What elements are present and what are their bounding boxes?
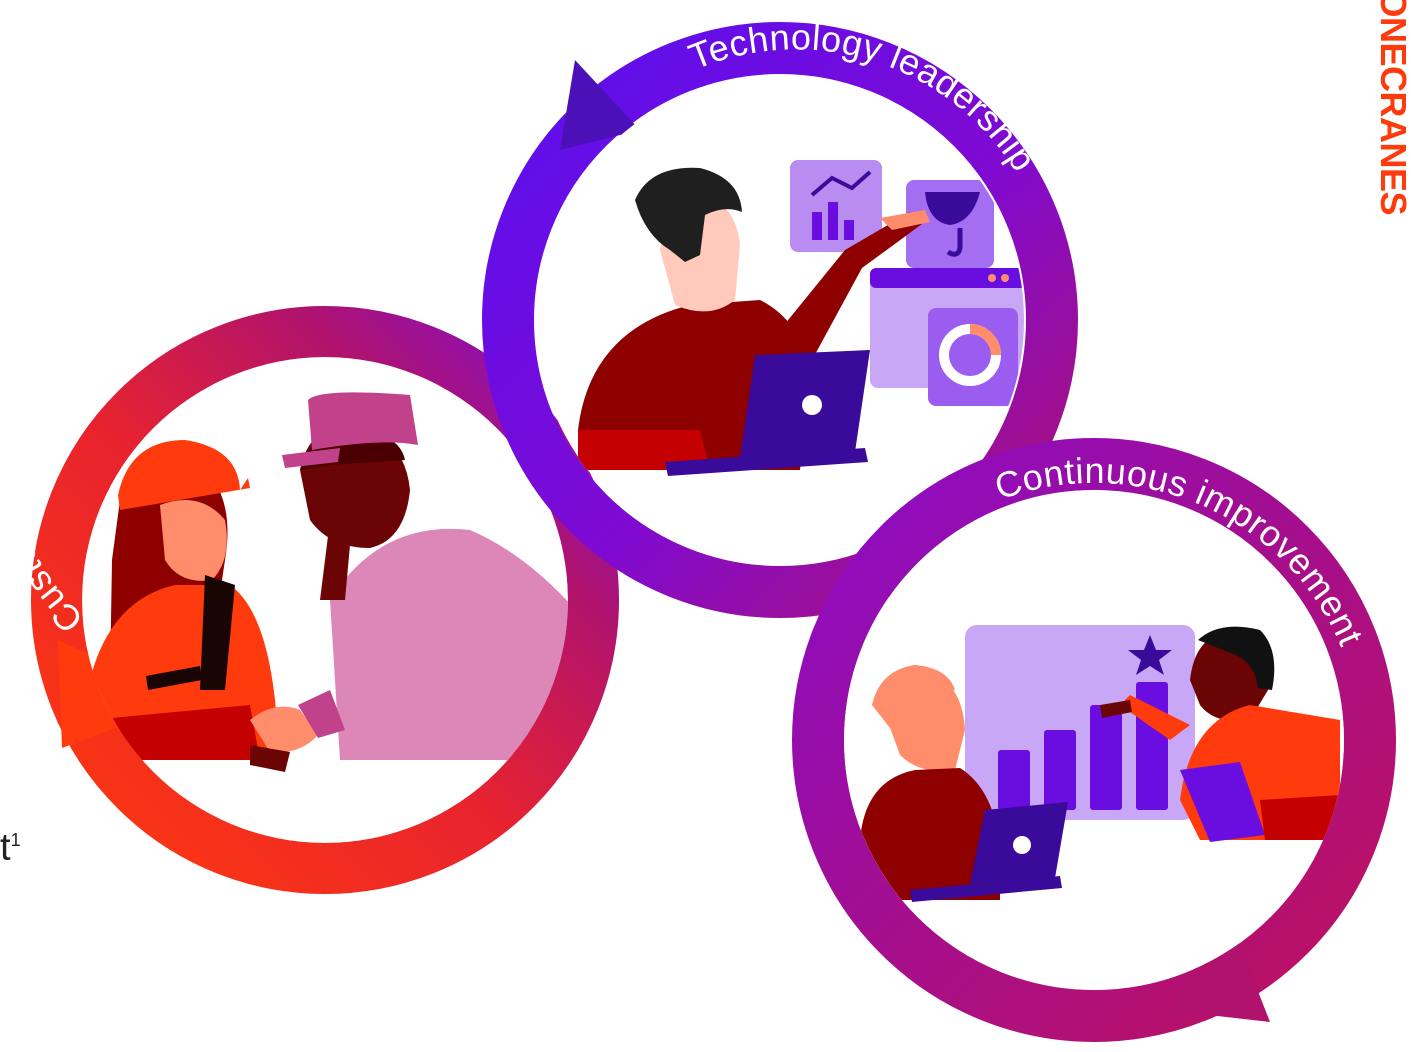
line-bar-chart-icon xyxy=(810,170,872,197)
handshake-illustration xyxy=(82,357,568,843)
star-icon xyxy=(1128,635,1172,675)
tablet xyxy=(1180,762,1265,842)
truncated-left-text: t1 xyxy=(0,820,21,868)
footnote-marker: 1 xyxy=(10,830,21,850)
crane-hook-icon xyxy=(925,192,980,225)
technology-arrowhead-icon xyxy=(560,60,640,150)
continuous-ring xyxy=(792,438,1396,1042)
logo-text: KONECRANES xyxy=(1378,0,1408,215)
technology-cycle: Technology leadership xyxy=(482,16,1078,618)
technology-ring xyxy=(482,22,1078,618)
konecranes-logo: KONECRANES xyxy=(1378,0,1408,215)
customer-ring xyxy=(31,306,619,894)
technology-illustration xyxy=(536,76,1024,564)
improvement-illustration xyxy=(844,490,1344,990)
truncated-text: t xyxy=(0,826,11,869)
continuous-cycle: Continuous improvement xyxy=(792,438,1396,1042)
continuous-arrowhead-icon xyxy=(1165,920,1270,1022)
